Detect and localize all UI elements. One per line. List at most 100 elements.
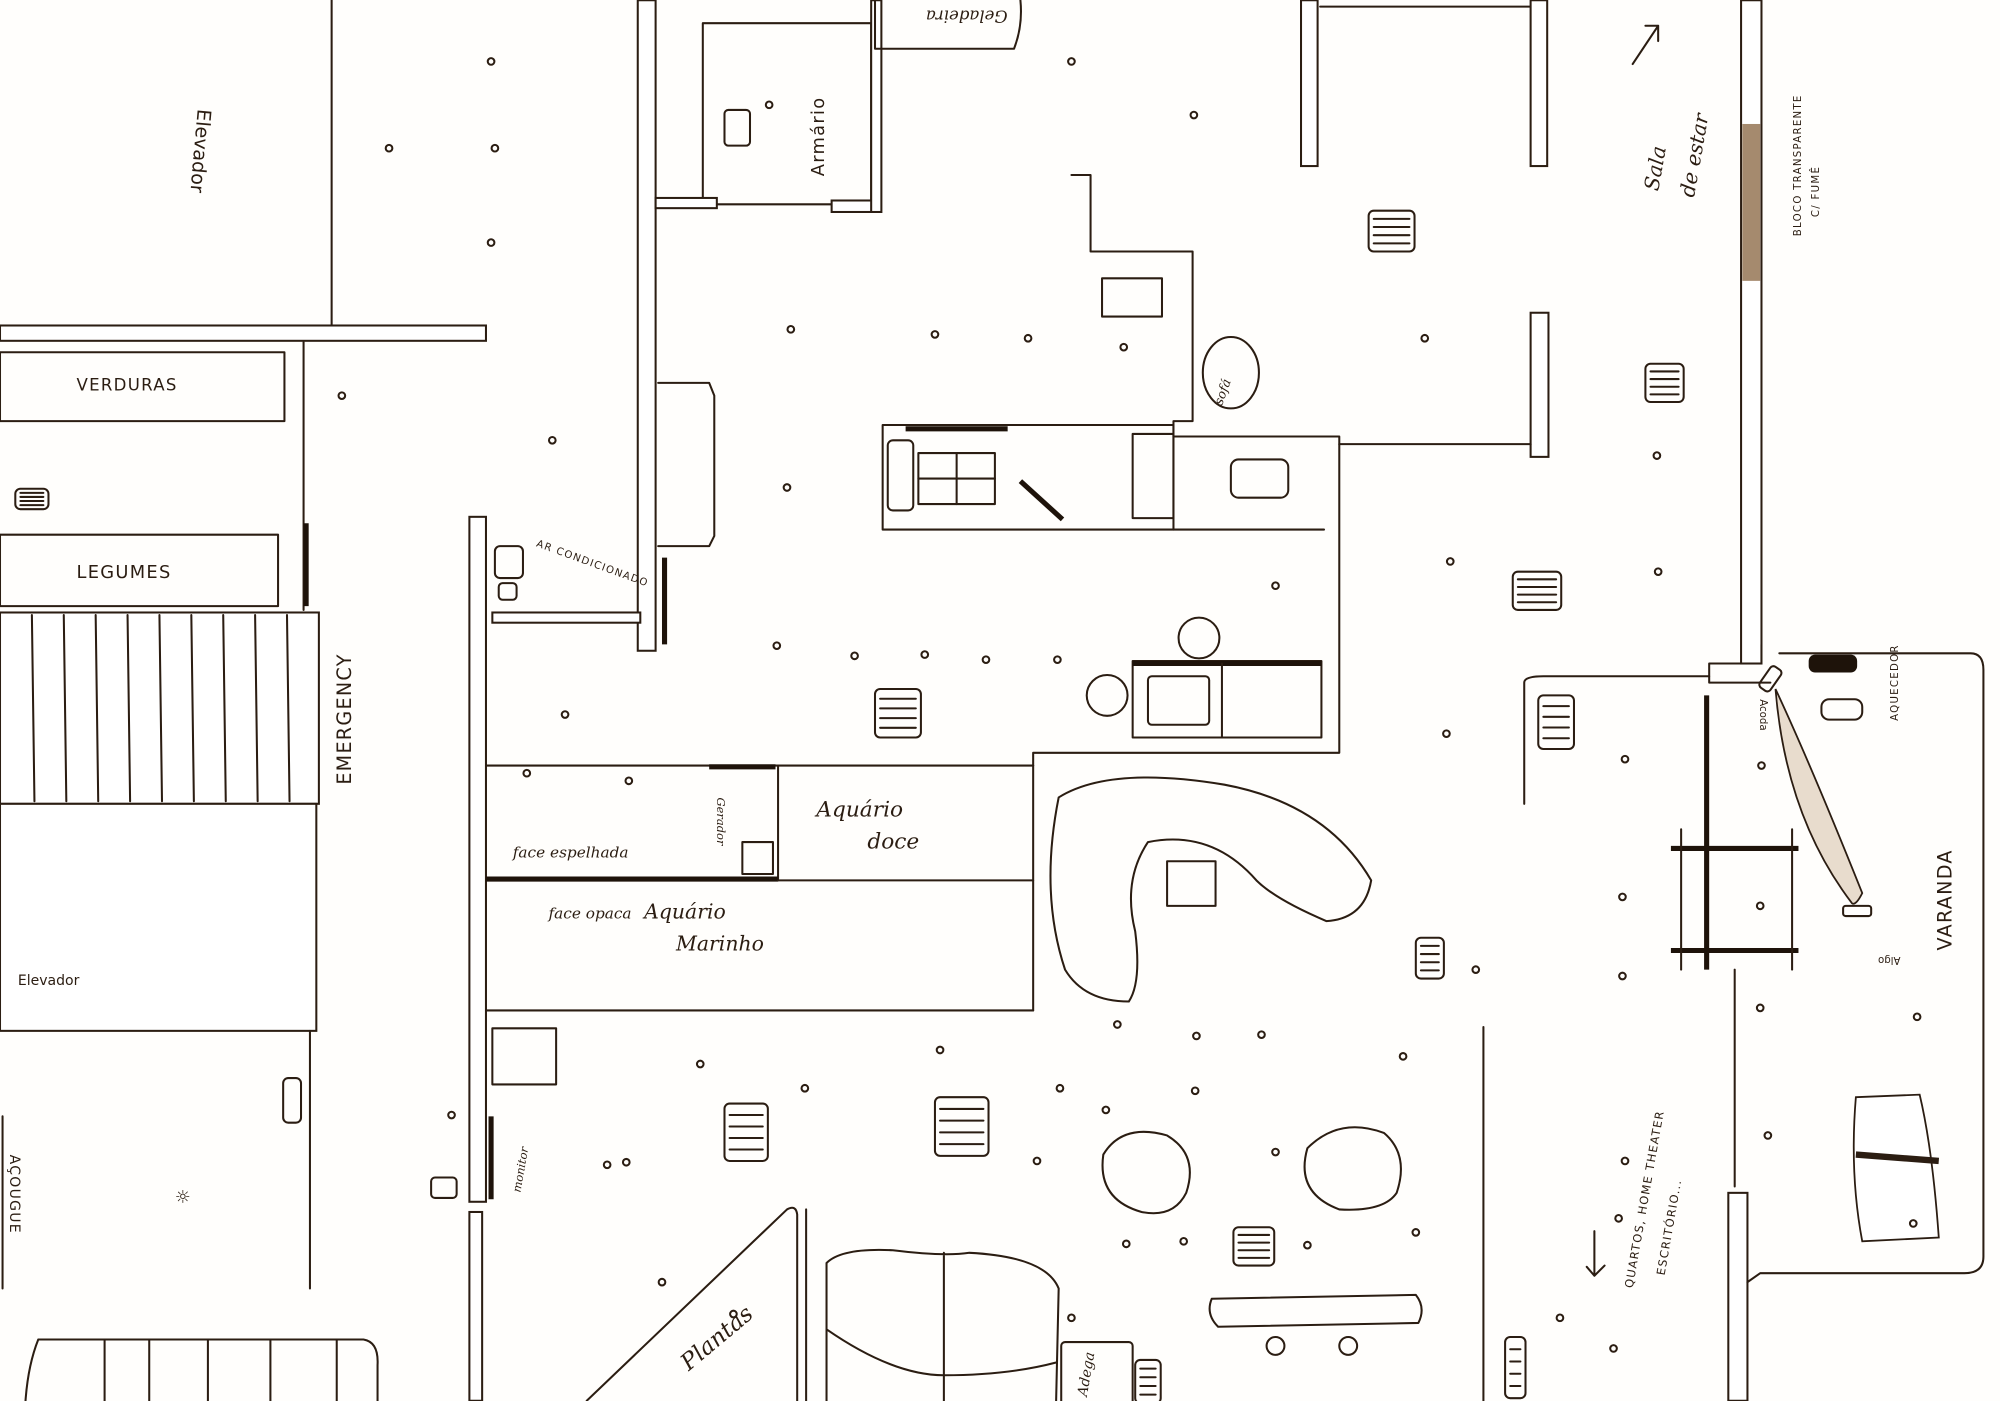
generator-vent-icon (741, 841, 774, 875)
shelf-stripe (62, 614, 68, 803)
air-vent-icon (1644, 362, 1685, 404)
ceiling-light-icon (1609, 1344, 1618, 1353)
stool-icon (1085, 673, 1129, 717)
wall (654, 196, 718, 210)
ceiling-light-icon (1755, 901, 1765, 911)
label-face-opaca: face opaca (547, 905, 631, 923)
ceiling-lights (337, 57, 1922, 1353)
shelf-stripe (158, 614, 164, 803)
curved-sofa (1049, 776, 1373, 1003)
ceiling-light-icon (850, 651, 859, 661)
label-bloco-1: BLOCO TRANSPARENTE (1793, 94, 1804, 236)
ceiling-light-icon (1271, 1147, 1280, 1157)
vent-frame (1511, 570, 1563, 611)
label-sofa-kitchen: sofá (1212, 377, 1235, 407)
vent-frame (14, 487, 50, 511)
planter (585, 1206, 808, 1401)
label-elevador-top: Elevador (185, 108, 215, 194)
shelf-stripe (190, 614, 195, 803)
wardrobe (654, 0, 1022, 213)
armchair-icon (1303, 1126, 1402, 1211)
ceiling-light-icon (1055, 1083, 1065, 1093)
ceiling-light-icon (920, 650, 930, 659)
air-vent-icon (933, 1096, 990, 1157)
label-sala-estar-1: Sala (1639, 144, 1670, 192)
ceiling-light-icon (981, 655, 991, 665)
monitor-screen (430, 1176, 458, 1199)
ceiling-light-icon (1618, 892, 1627, 902)
ceiling-light-icon (1445, 557, 1455, 566)
label-elevador-bottom: Elevador (18, 973, 80, 989)
elevator-shaft (0, 802, 318, 1032)
fridge (873, 0, 1022, 50)
air-vent-icon (873, 688, 922, 739)
ceiling-light-icon (1614, 1214, 1623, 1223)
ceiling-light-icon (1113, 1020, 1122, 1029)
lounge-chair-shade (1855, 1151, 1940, 1165)
label-aquario-marinho-1: Aquário (642, 900, 726, 924)
ceiling-light-icon (486, 57, 496, 66)
ceiling-light-icon (1179, 1236, 1189, 1246)
shelf-stripe (222, 614, 227, 803)
ceiling-light-icon (1271, 581, 1280, 591)
vent-frame (1644, 362, 1685, 404)
armchair-icon (1101, 1130, 1191, 1215)
wall (1529, 0, 1549, 168)
air-vent-icon (1537, 694, 1575, 750)
vent-frame (1504, 1335, 1527, 1400)
air-vent-icon (491, 1027, 558, 1086)
ceiling-light-icon (486, 238, 496, 247)
ceiling-light-icon (1303, 1240, 1312, 1250)
ceiling-light-icon (384, 143, 394, 153)
heater-icon (1808, 654, 1858, 673)
vent-frame (723, 1102, 769, 1162)
kitchen-island (1131, 659, 1323, 739)
lounge-chair (1852, 1093, 1940, 1243)
ceiling-light-icon (560, 710, 570, 719)
wall (1727, 1191, 1749, 1401)
wall-corner (1708, 643, 1772, 684)
ceiling-light-icon (657, 1277, 667, 1287)
shelf-stripes (30, 614, 291, 803)
wall (1529, 311, 1550, 458)
ceiling-light-icon (1420, 333, 1430, 343)
air-vent-icon (1414, 936, 1445, 980)
label-sala-estar-2: de estar (1675, 110, 1713, 198)
verduras-shelf (0, 351, 286, 423)
shelf-stripe (94, 614, 100, 803)
kitchen-wall (1032, 173, 1341, 767)
wine-cellar (1060, 1341, 1134, 1401)
label-gerador: Gerador (714, 797, 728, 847)
ceiling-light-icon (935, 1045, 945, 1055)
ceiling-light-icon (1119, 342, 1129, 352)
thermostat-icon (497, 582, 518, 601)
ceiling-light-icon (1053, 655, 1062, 665)
checkout-counter (24, 1338, 379, 1401)
ceiling-light-icon (447, 1110, 456, 1120)
ceiling-light-icon (1653, 567, 1663, 577)
label-aquecedor: AQUECEDOR (1890, 644, 1901, 721)
ceiling-light-icon (1190, 1086, 1200, 1096)
ceiling-light-icon (624, 776, 634, 786)
ceiling-light-icon (1121, 1239, 1131, 1249)
label-plantas: Plantas (675, 1301, 758, 1377)
ceiling-light-icon (1763, 1131, 1773, 1140)
label-aquario-doce-2: doce (867, 829, 919, 854)
vent-frame (1367, 209, 1416, 253)
ceiling-light-icon (1620, 1156, 1630, 1166)
arrow-icon (1585, 1230, 1606, 1277)
stool-icon (1265, 1335, 1286, 1356)
ceiling-light-icon (1912, 1012, 1922, 1022)
ceiling-light-icon: ☼ (175, 1187, 191, 1208)
ceiling-light-icon (1411, 1228, 1421, 1237)
ceiling-light-icon (782, 483, 792, 492)
label-monitor: monitor (510, 1144, 532, 1193)
smoked-glass-block (1742, 123, 1761, 281)
ceiling-light-icon (1620, 754, 1630, 764)
ceiling-light-icon (1101, 1105, 1111, 1115)
shelf-stripe (30, 614, 36, 803)
knife-icon (1018, 479, 1065, 522)
vent-frame (1414, 936, 1445, 980)
